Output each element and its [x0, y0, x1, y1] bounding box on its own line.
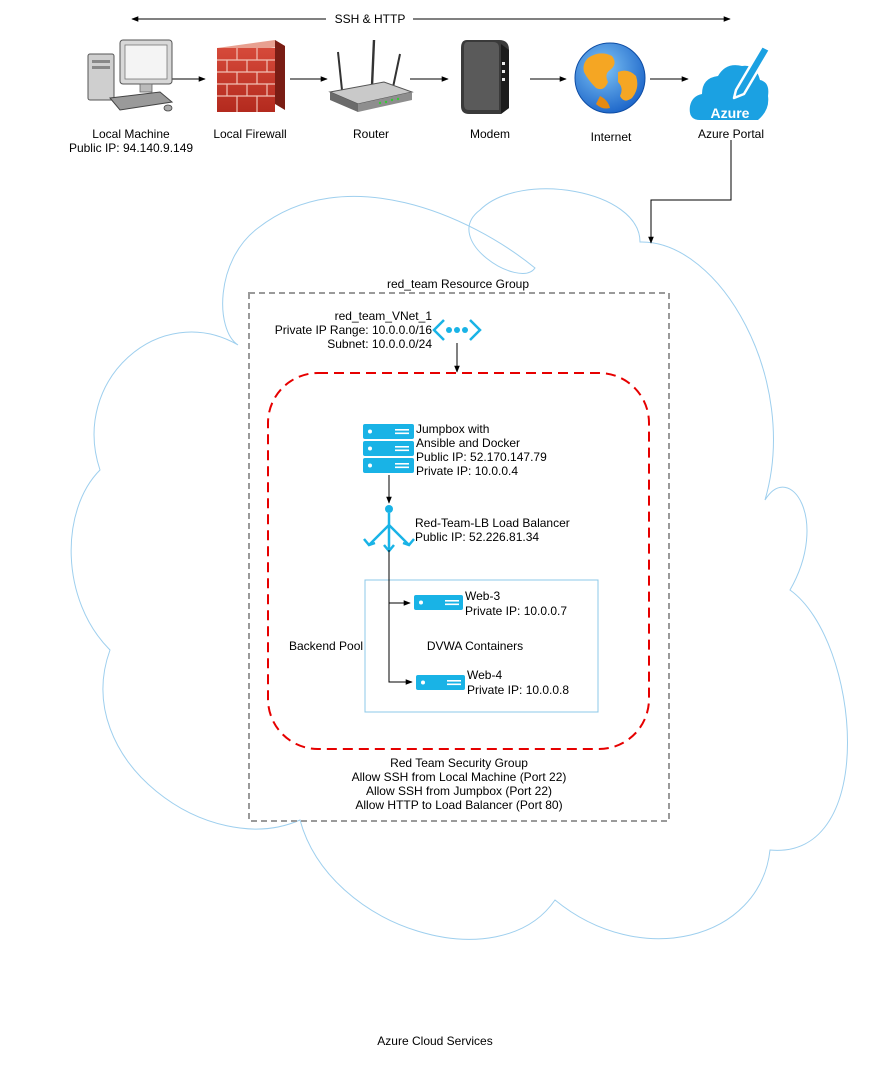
- jumpbox-line-1: Jumpbox with: [416, 422, 490, 436]
- vnet-ip-range: Private IP Range: 10.0.0.0/16: [274, 323, 432, 337]
- modem-icon: [461, 40, 509, 114]
- server-stack-icon: [363, 424, 414, 473]
- brick-firewall-icon: [217, 40, 285, 112]
- desktop-computer-icon: [87, 39, 174, 112]
- load-balancer-icon: [363, 505, 415, 553]
- wireless-router-icon: [328, 39, 414, 112]
- backend-pool-label: Backend Pool: [289, 639, 364, 653]
- azure-cloud-outline: [70, 188, 848, 940]
- local-machine-label: Local Machine: [92, 127, 170, 141]
- security-group-title: Red Team Security Group: [390, 756, 528, 770]
- ssh-http-label: SSH & HTTP: [330, 12, 410, 27]
- resource-group-label: red_team Resource Group: [386, 277, 530, 291]
- vnet-subnet: Subnet: 10.0.0.0/24: [327, 337, 432, 351]
- resource-group-box: [248, 292, 670, 822]
- local-machine-ip: Public IP: 94.140.9.149: [68, 141, 194, 155]
- local-firewall-label: Local Firewall: [213, 127, 287, 141]
- vnet-name: red_team_VNet_1: [334, 309, 432, 323]
- vnet-icon: [432, 319, 482, 341]
- azure-portal-label: Azure Portal: [697, 127, 765, 141]
- router-label: Router: [352, 127, 390, 141]
- dvwa-containers-label: DVWA Containers: [426, 639, 524, 653]
- portal-to-cloud-connector: [648, 140, 732, 244]
- web3-ip: Private IP: 10.0.0.7: [465, 604, 568, 618]
- web4-name: Web-4: [467, 668, 503, 682]
- web4-ip: Private IP: 10.0.0.8: [467, 683, 570, 697]
- jumpbox-private-ip: Private IP: 10.0.0.4: [416, 464, 519, 478]
- azure-cloud-icon: Azure: [689, 44, 772, 121]
- lb-to-servers-connectors: [388, 550, 413, 685]
- globe-icon: [574, 42, 646, 114]
- azure-icon-text: Azure: [711, 105, 750, 121]
- modem-label: Modem: [469, 127, 511, 141]
- backend-pool-box: [364, 579, 599, 713]
- security-rule-3: Allow HTTP to Load Balancer (Port 80): [355, 798, 563, 812]
- internet-label: Internet: [590, 130, 632, 144]
- web3-name: Web-3: [465, 589, 501, 603]
- load-balancer-ip: Public IP: 52.226.81.34: [415, 530, 540, 544]
- jumpbox-line-2: Ansible and Docker: [416, 436, 521, 450]
- load-balancer-name: Red-Team-LB Load Balancer: [415, 516, 570, 530]
- security-rule-2: Allow SSH from Jumpbox (Port 22): [365, 784, 553, 798]
- cloud-label: Azure Cloud Services: [377, 1034, 493, 1048]
- security-group-box: [267, 372, 650, 750]
- jumpbox-public-ip: Public IP: 52.170.147.79: [416, 450, 547, 464]
- security-rule-1: Allow SSH from Local Machine (Port 22): [351, 770, 567, 784]
- server-icon: [416, 675, 465, 690]
- server-icon: [414, 595, 463, 610]
